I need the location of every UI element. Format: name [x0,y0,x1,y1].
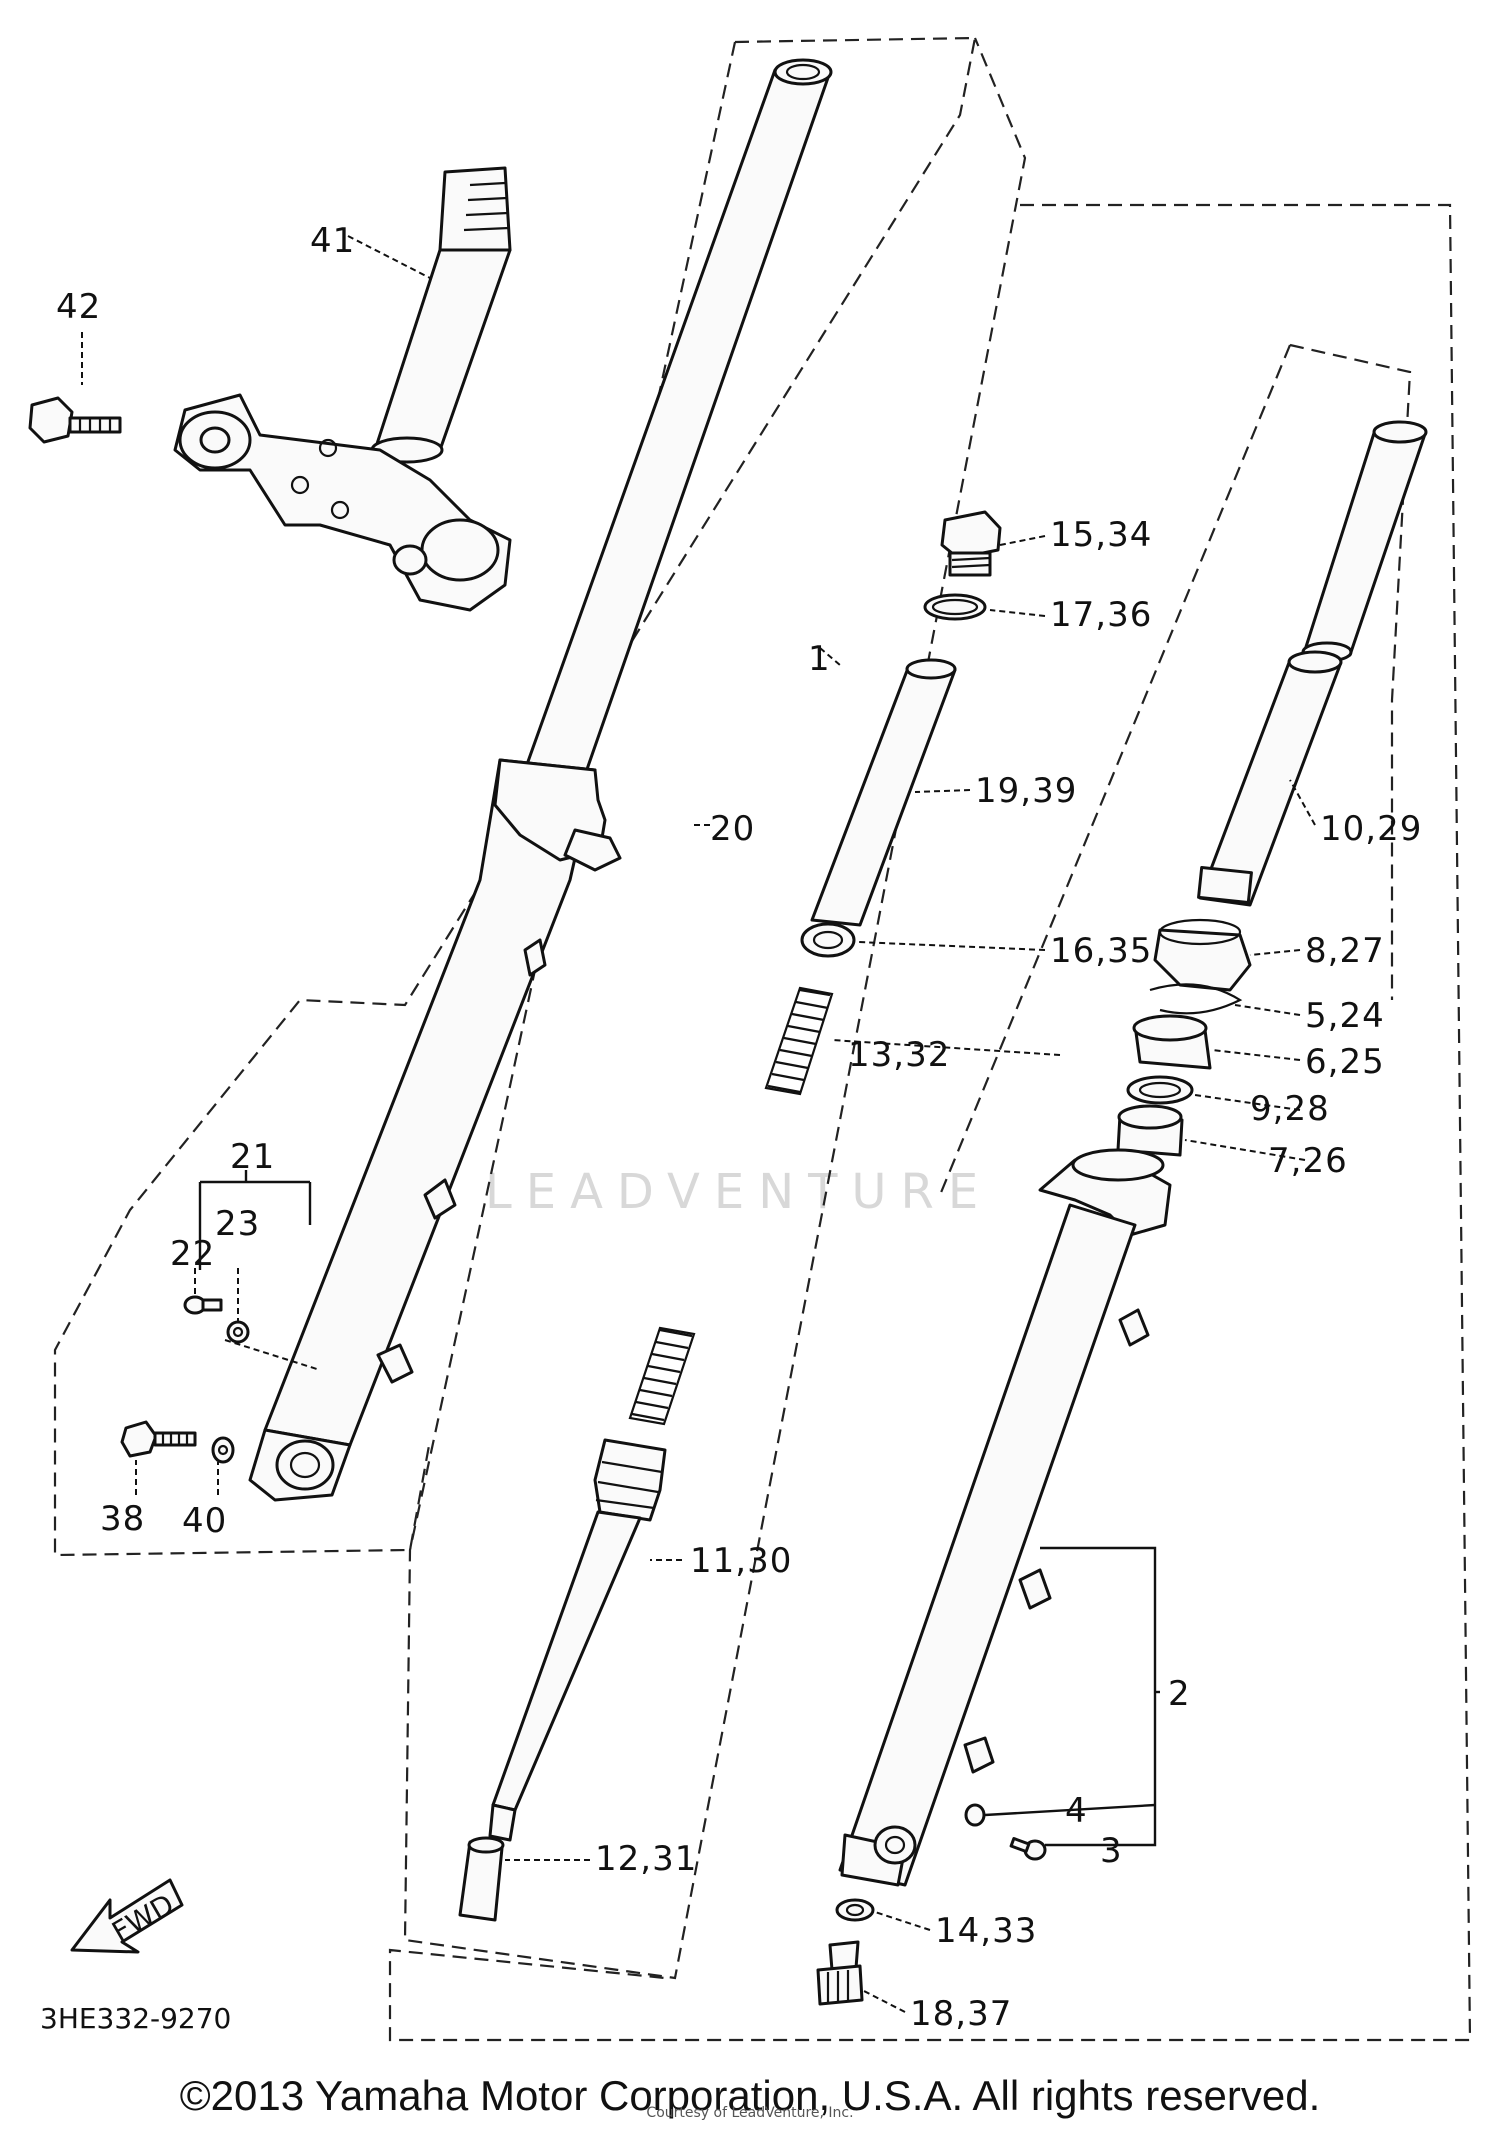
under-bracket-part [173,393,512,612]
o-ring-part-17 [923,593,987,621]
label-part-42: 42 [56,287,101,327]
label-part-2: 2 [1168,1674,1191,1714]
label-part-19: 19,39 [975,771,1077,811]
oil-lock-piece-part-12 [458,1836,505,1922]
label-part-20: 20 [710,809,755,849]
label-part-14: 14,33 [935,1911,1037,1951]
fork-spring-lower-part [628,1326,696,1426]
label-part-3: 3 [1100,1831,1123,1871]
label-part-13: 13,32 [848,1035,950,1075]
left-fork-leg-part-20 [248,58,833,1502]
label-part-15: 15,34 [1050,515,1152,555]
cap-bolt-part-15 [940,510,1002,577]
label-part-18: 18,37 [910,1994,1012,2034]
inner-fork-assembly-outline [403,37,1027,1980]
part-2-bracket [984,1546,1160,1847]
label-part-22: 22 [170,1234,215,1274]
label-part-4: 4 [1065,1791,1088,1831]
label-part-6: 6,25 [1305,1042,1385,1082]
label-part-11: 11,30 [690,1541,792,1581]
washer-part-4 [964,1803,986,1827]
bolt-part-42 [28,396,122,444]
dust-seal-part-8 [1153,918,1252,992]
label-part-40: 40 [182,1501,227,1541]
left-fork-assembly-outline [53,36,977,1557]
bolt-part-38 [120,1420,197,1458]
leader-lines [81,235,1316,2013]
gasket-part-14 [835,1898,875,1922]
retaining-clip-part-5 [1149,983,1243,1015]
outer-tube-subassembly-outline-left [938,344,1292,1196]
label-part-12: 12,31 [595,1839,697,1879]
label-part-10: 10,29 [1320,809,1422,849]
fork-spring-upper-part-13 [764,986,834,1096]
label-part-7: 7,26 [1268,1141,1348,1181]
outer-tube-part-2 [838,1148,1172,1887]
label-part-21: 21 [230,1137,275,1177]
steering-stem-part-41 [370,166,512,464]
seat-part-16 [800,922,856,958]
fwd-arrow-icon: FWD [70,1878,184,1954]
watermark-text: LEADVENTURE [485,1164,992,1220]
courtesy-notice: Courtesy of LeadVenture, Inc. [646,2105,854,2121]
label-part-23: 23 [215,1204,260,1244]
label-part-5: 5,24 [1305,996,1385,1036]
label-part-38: 38 [100,1499,145,1539]
spacer-part-19 [810,658,957,927]
slide-metal-part-7 [1116,1104,1184,1157]
oil-seal-part-6 [1132,1014,1212,1070]
damper-rod-part-11 [488,1438,667,1842]
inner-tube-part-10 [1197,650,1343,907]
label-part-17: 17,36 [1050,595,1152,635]
outer-tube-subassembly-outline [1289,343,1412,1000]
washer-part-23 [226,1320,250,1344]
washer-part-9 [1126,1075,1194,1105]
label-part-41: 41 [310,221,355,261]
bolt-part-18 [816,1940,864,2006]
right-fork-assembly-outline [388,203,1472,2042]
bolt-part-3 [1009,1837,1047,1861]
diagram-code: 3HE332-9270 [40,2002,231,2035]
bolt-part-22 [183,1295,223,1315]
label-part-8: 8,27 [1305,931,1385,971]
part-21-bracket [198,1170,312,1270]
label-part-16: 16,35 [1050,931,1152,971]
outer-tube-upper-part [1301,420,1428,663]
washer-part-40 [211,1436,235,1464]
label-part-1: 1 [808,639,831,679]
label-part-9: 9,28 [1250,1089,1330,1129]
copyright-notice: ©2013 Yamaha Motor Corporation, U.S.A. A… [179,2072,1321,2119]
